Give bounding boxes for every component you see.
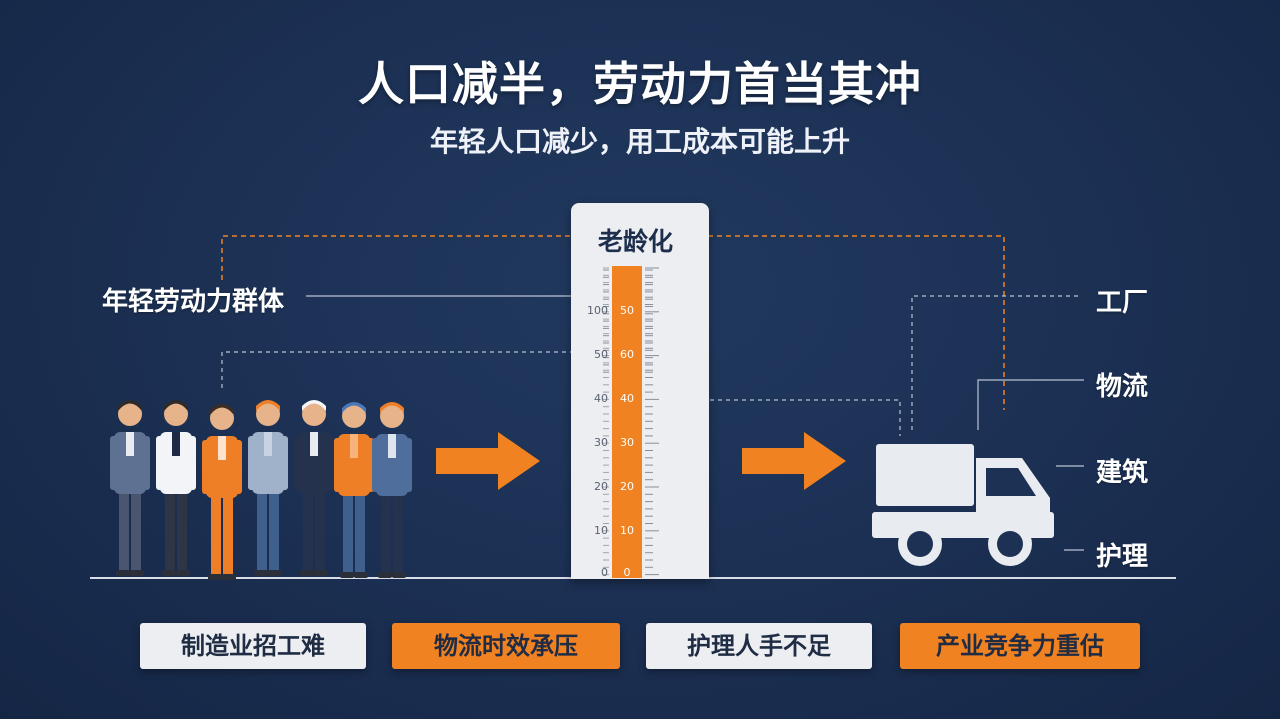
thermo-truck-connector xyxy=(686,399,901,436)
orange-connector-right xyxy=(690,235,1005,410)
tag-logistics: 物流时效承压 xyxy=(392,623,620,669)
bar-tick-label: 50 xyxy=(620,304,634,317)
left-tick-label: 40 xyxy=(594,392,608,405)
page-title: 人口减半，劳动力首当其冲 xyxy=(358,57,922,111)
sector-care: 护理 xyxy=(1096,542,1149,572)
arrow-right-icon xyxy=(742,432,846,490)
workers-group-icon xyxy=(110,400,412,580)
arrow-right-icon xyxy=(436,432,540,490)
left-tick-label: 100 xyxy=(587,304,608,317)
bar-tick-label: 10 xyxy=(620,524,634,537)
workers-connector xyxy=(221,351,590,388)
bar-tick-label: 20 xyxy=(620,480,634,493)
sector-logistics: 物流 xyxy=(1096,372,1149,402)
logistics-connector xyxy=(977,379,1084,430)
thermometer-ticks xyxy=(603,267,659,576)
sector-factory: 工厂 xyxy=(1096,288,1149,318)
truck-icon xyxy=(872,444,1054,566)
aging-level-bar xyxy=(612,266,642,578)
bar-tick-label: 30 xyxy=(620,436,634,449)
left-tick-label: 50 xyxy=(594,348,608,361)
tag-care: 护理人手不足 xyxy=(646,623,872,669)
left-tick-label: 0 xyxy=(601,566,608,579)
orange-connector-left xyxy=(221,235,580,280)
young-workforce-label: 年轻劳动力群体 xyxy=(102,287,285,317)
tag-manufacturing: 制造业招工难 xyxy=(140,623,366,669)
bar-tick-label: 0 xyxy=(623,566,631,579)
bar-tick-label: 60 xyxy=(620,348,634,361)
left-tick-label: 20 xyxy=(594,480,608,493)
bar-tick-label: 40 xyxy=(620,392,634,405)
page-subtitle: 年轻人口减少，用工成本可能上升 xyxy=(429,125,850,158)
left-tick-label: 30 xyxy=(594,436,608,449)
factory-connector xyxy=(911,295,1080,430)
sector-construction: 建筑 xyxy=(1096,458,1149,488)
tag-competitiveness: 产业竞争力重估 xyxy=(900,623,1140,669)
aging-label: 老龄化 xyxy=(592,222,680,258)
left-tick-label: 10 xyxy=(594,524,608,537)
